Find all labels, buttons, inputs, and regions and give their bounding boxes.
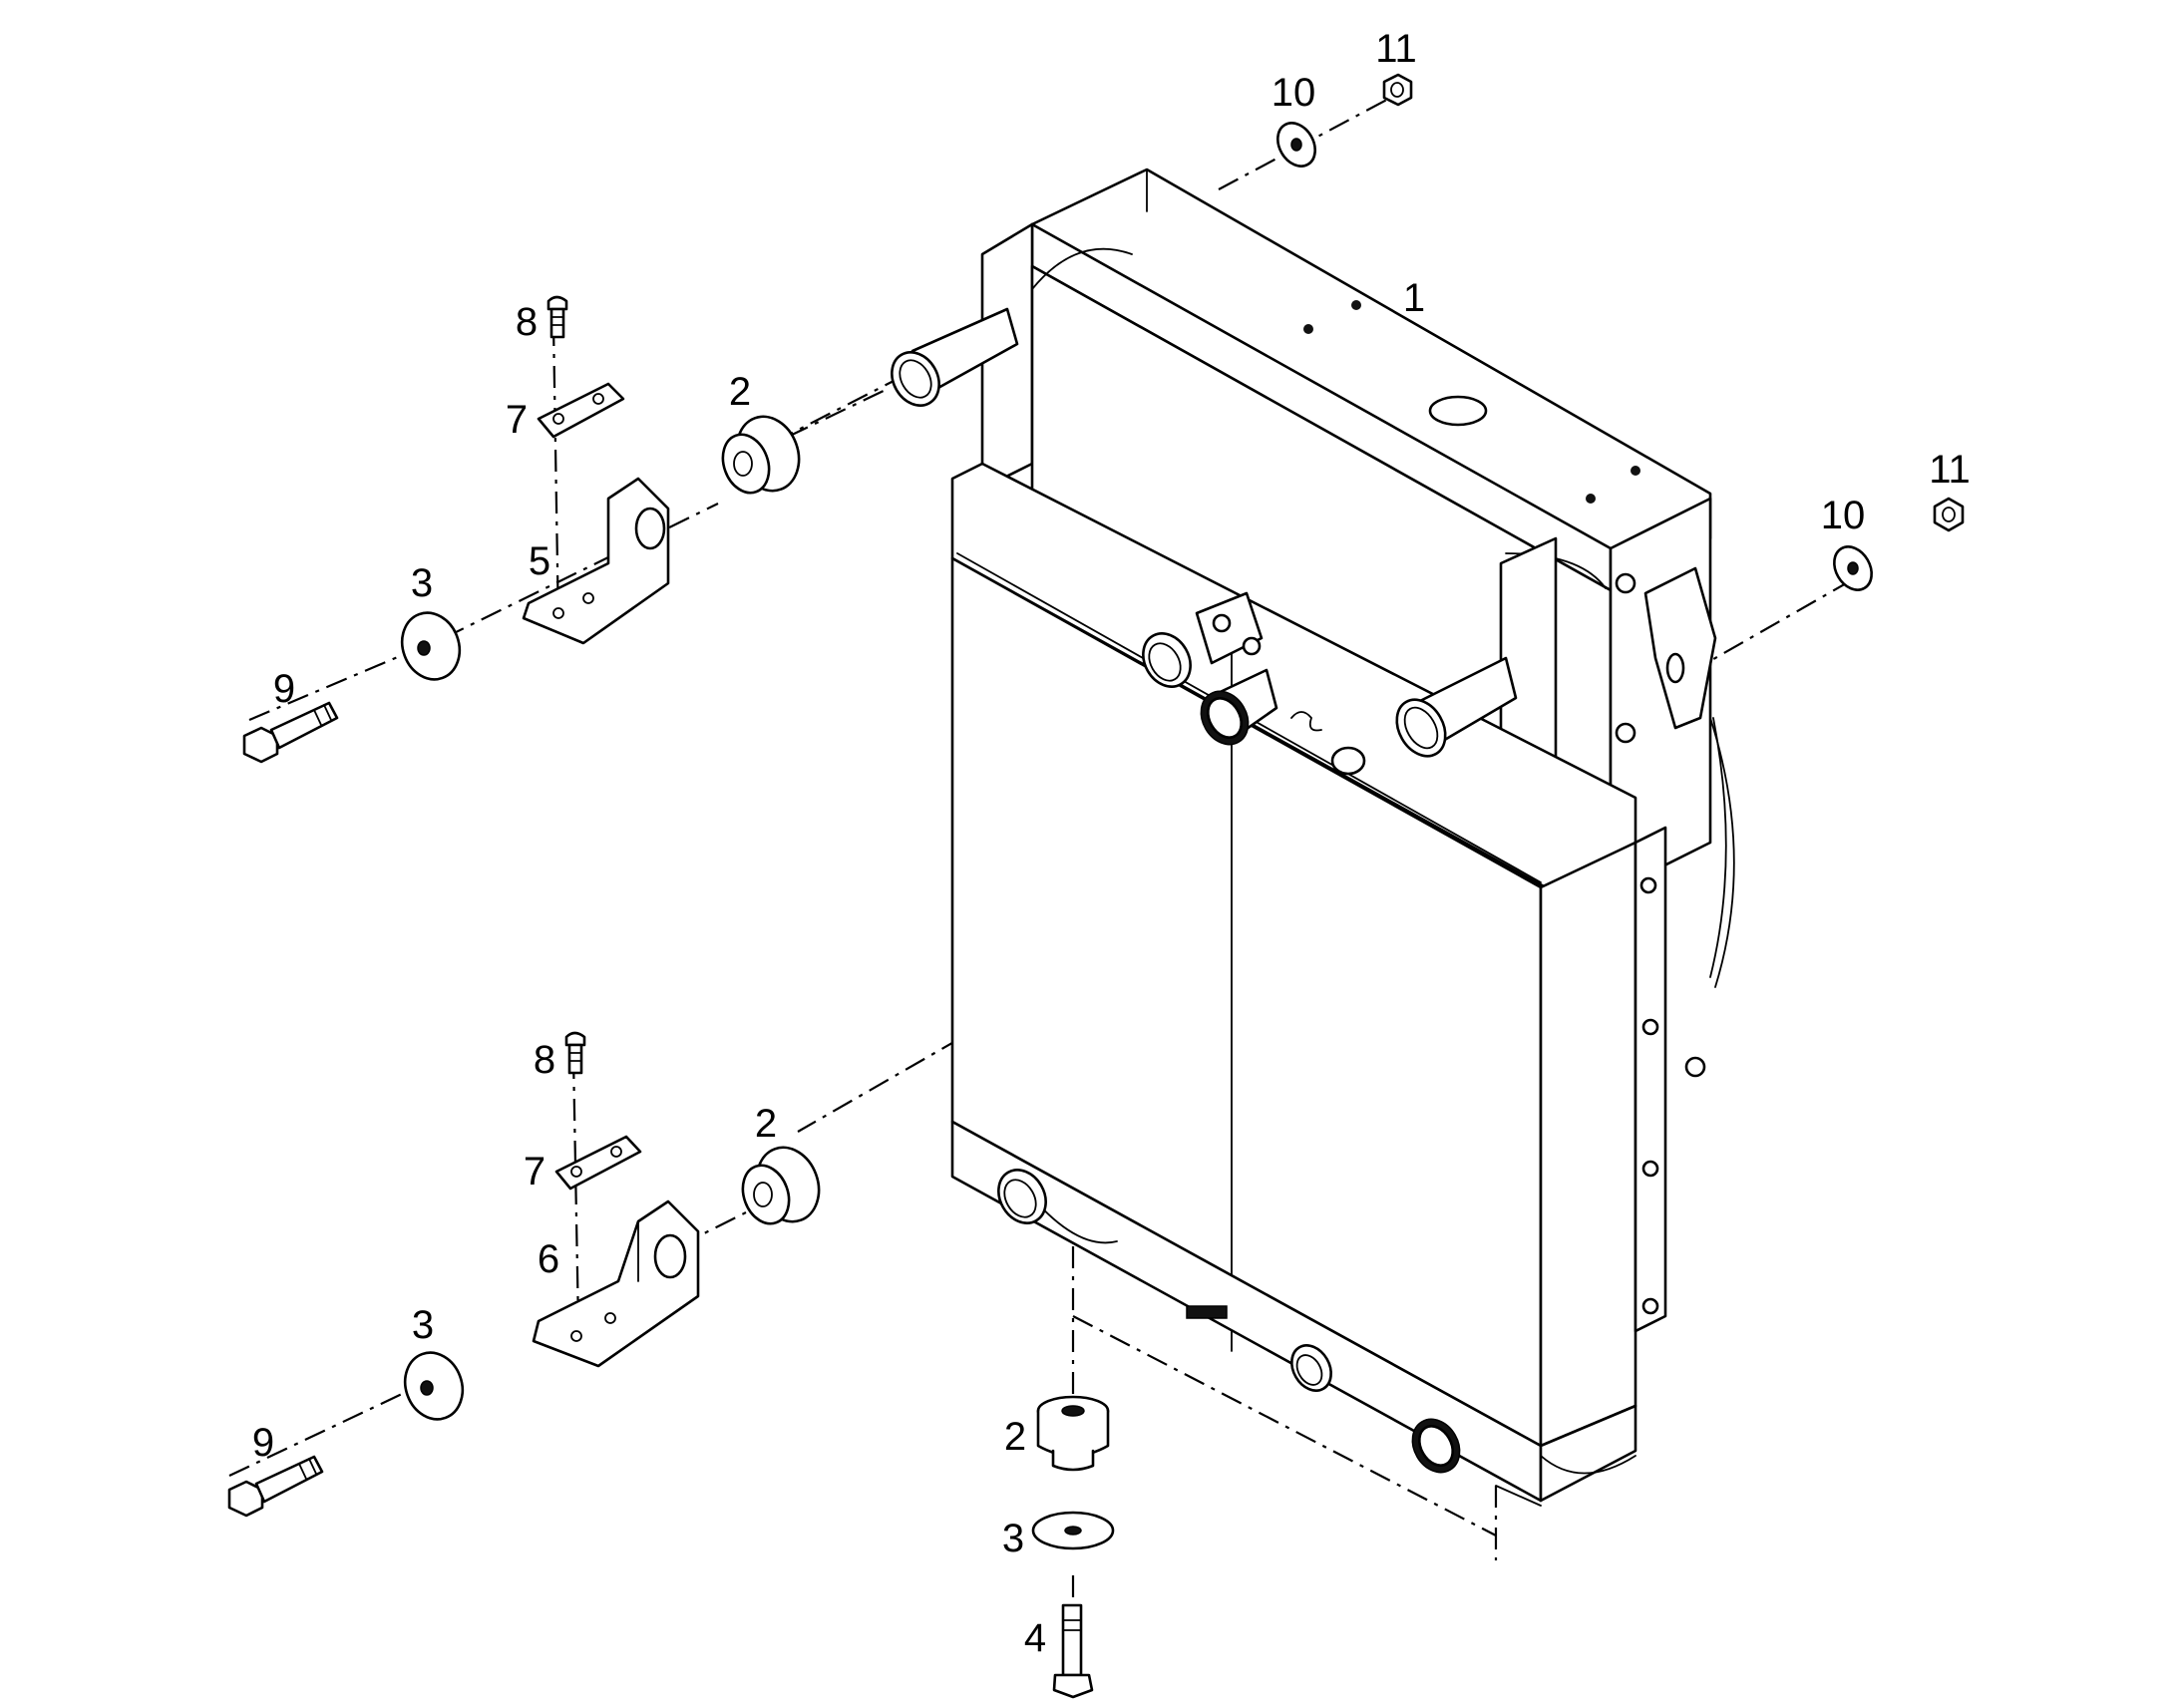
callout-5: 5 (529, 539, 550, 583)
callout-11-right: 11 (1929, 448, 1971, 492)
callout-2-bottom: 2 (1004, 1415, 1026, 1459)
lower-bolt (227, 1455, 324, 1518)
lower-bolt-head-screw (564, 1031, 586, 1075)
callout-8-upper: 8 (516, 300, 538, 344)
callout-3-lower: 3 (412, 1303, 434, 1347)
bottom-bolt (1052, 1603, 1094, 1699)
bottom-rubber-mount (1036, 1395, 1110, 1472)
lower-rubber-mount (741, 1146, 821, 1225)
upper-washer (400, 611, 462, 681)
nut-right (1933, 497, 1965, 532)
callout-11-upper: 11 (1375, 27, 1417, 71)
callout-labels: 1 2 2 2 3 3 3 4 5 6 7 7 8 8 9 9 10 10 11… (252, 27, 1971, 1660)
upper-bolt (242, 701, 339, 764)
upper-bolt-head-screw (546, 295, 568, 339)
callout-10-upper: 10 (1272, 71, 1316, 115)
callout-3-bottom: 3 (1002, 1517, 1024, 1560)
callout-7-lower: 7 (524, 1150, 545, 1194)
lower-washer (403, 1351, 465, 1421)
bottom-washer (1031, 1511, 1115, 1550)
callout-8-lower: 8 (534, 1038, 555, 1082)
upper-bracket (522, 477, 670, 645)
lower-plate (554, 1135, 642, 1191)
callout-6: 6 (538, 1237, 559, 1281)
lower-bracket (532, 1199, 700, 1368)
upper-rubber-mount (721, 415, 801, 495)
upper-plate (537, 382, 625, 439)
callout-7-upper: 7 (506, 398, 528, 442)
washer-upper (1276, 122, 1316, 168)
callout-1: 1 (1403, 276, 1425, 320)
callout-2-lower: 2 (755, 1102, 777, 1146)
cooler-core (950, 168, 1735, 1507)
callout-4: 4 (1024, 1616, 1046, 1660)
callout-3-upper: 3 (411, 561, 433, 605)
callout-9-upper: 9 (273, 667, 295, 711)
washer-right (1833, 545, 1873, 591)
callout-10-right: 10 (1821, 494, 1866, 537)
nut-upper (1382, 73, 1413, 107)
callout-2-upper: 2 (729, 370, 751, 414)
ports (891, 307, 1518, 1474)
callout-9-lower: 9 (252, 1421, 274, 1465)
